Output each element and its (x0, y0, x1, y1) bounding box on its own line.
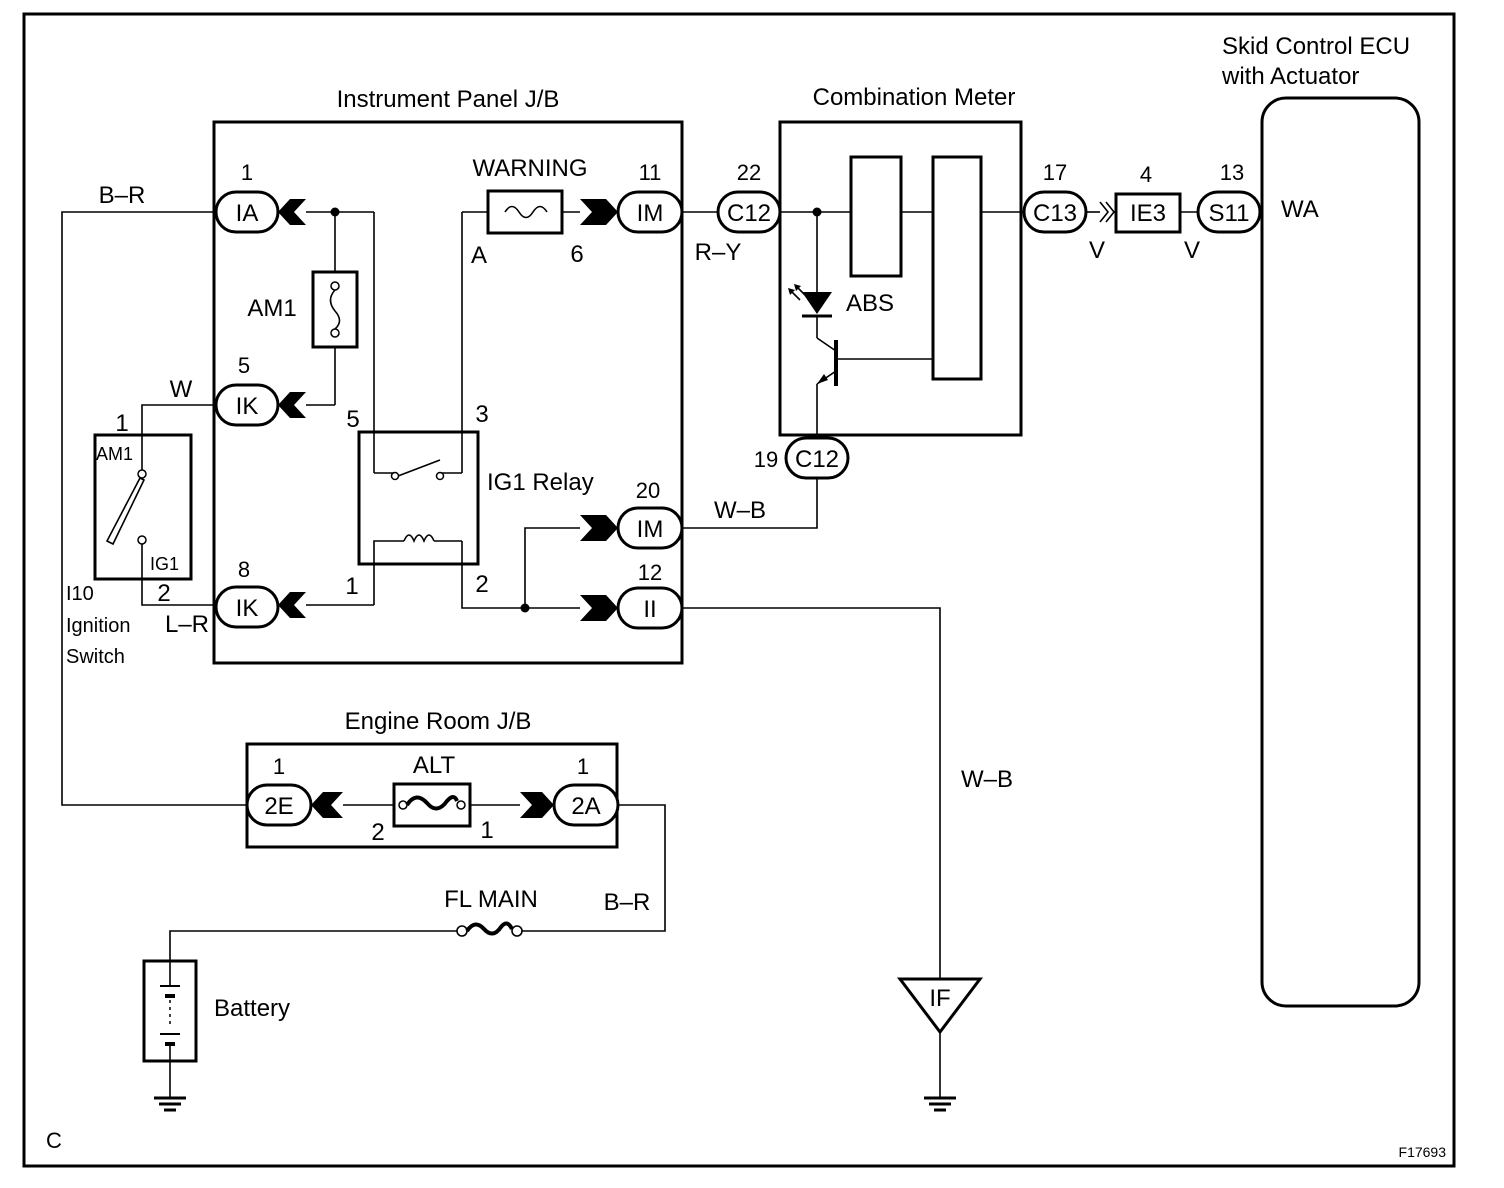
connector-2a-1-pin: 1 (577, 754, 589, 779)
connector-c12-22 (716, 190, 782, 234)
skid-control-ecu-box (1260, 96, 1421, 1008)
relay-pin-1: 1 (345, 573, 358, 600)
abs-lamp-label: ABS (846, 290, 894, 317)
junction-dot (812, 207, 822, 217)
connector-ik-5-label: IK (236, 393, 259, 420)
connector-c13-17 (1022, 190, 1088, 234)
junction-dot (330, 207, 340, 217)
connector-2a-1-label: 2A (571, 793, 600, 820)
connector-im-20-label: IM (637, 516, 664, 543)
ignition-switch-box (93, 433, 193, 581)
connector-ia-label: IA (236, 200, 259, 227)
connector-ie3-4 (1114, 192, 1182, 234)
figure-id: F17693 (1399, 1144, 1447, 1160)
ground-symbol-icon (154, 1096, 186, 1112)
connector-ii-12-label: II (643, 596, 656, 623)
connector-c13-17-pin: 17 (1043, 160, 1067, 185)
wire-label-v-1: V (1089, 237, 1105, 264)
alt-pin-2: 2 (371, 819, 384, 846)
diagram-frame (22, 12, 1456, 1168)
connector-ie3-4-label: IE3 (1130, 200, 1166, 227)
combination-meter-box (778, 120, 1023, 437)
ig1-relay-label: IG1 Relay (487, 469, 594, 496)
ground-if-label: IF (929, 985, 950, 1012)
abs-module-left-block (849, 155, 903, 278)
ig1-relay-box (357, 430, 480, 566)
switch-pin-2: 2 (157, 580, 170, 607)
switch-ig1-label: IG1 (150, 554, 179, 574)
connector-im-11-label: IM (637, 200, 664, 227)
wire-label-v-2: V (1184, 237, 1200, 264)
wire-label-lr: L–R (165, 611, 209, 638)
ground-symbol-icon (924, 1096, 956, 1112)
corner-code: C (46, 1128, 62, 1153)
wiring-lines (61, 211, 1262, 1098)
connector-c12-22-pin: 22 (737, 160, 761, 185)
connector-s11-13-pin: 13 (1220, 160, 1244, 185)
relay-pin-2: 2 (475, 571, 488, 598)
ignition-switch-lever-icon (105, 476, 146, 546)
ecu-terminal-wa: WA (1281, 196, 1319, 223)
connector-c12-19-pin: 19 (754, 447, 778, 472)
fuse-fl-main-label: FL MAIN (444, 886, 538, 913)
fuse-alt-icon (392, 782, 472, 828)
connector-s11-13 (1196, 190, 1262, 234)
wire-label-br-bottom: B–R (604, 889, 651, 916)
instrument-panel-jb-box (212, 120, 684, 665)
ground-if-triangle-icon (896, 977, 984, 1035)
switch-am1-label: AM1 (96, 444, 133, 464)
connector-im-20-pin: 20 (636, 478, 660, 503)
fuse-am1-icon (311, 270, 359, 349)
connector-c12-22-label: C12 (727, 200, 771, 227)
connector-s11-13-label: S11 (1209, 200, 1250, 227)
arrow-socket-icons (278, 199, 618, 818)
abs-module-right-block (931, 155, 983, 381)
junction-dot (520, 603, 530, 613)
ignition-switch-label-line2: Ignition (66, 615, 131, 637)
connector-ik-8 (214, 585, 280, 629)
wire-label-ry: R–Y (695, 239, 742, 266)
fuse-warning-label: WARNING (472, 155, 587, 182)
battery-cells-icon (160, 961, 180, 1061)
abs-led-icon (788, 284, 832, 318)
fuse-alt-label: ALT (413, 752, 456, 779)
instrument-panel-jb-title: Instrument Panel J/B (337, 86, 560, 113)
relay-coil-icon (403, 534, 435, 544)
warning-pin-6: 6 (570, 241, 583, 268)
open-connector-arrow-icon (1099, 201, 1116, 223)
ignition-switch-label-line3: Switch (66, 646, 125, 668)
connector-c12-19 (784, 436, 850, 480)
connector-im-11-pin: 11 (639, 160, 662, 185)
connector-ik-5-pin: 5 (238, 353, 250, 378)
combination-meter-title: Combination Meter (813, 84, 1016, 111)
connector-ie3-4-pin: 4 (1140, 162, 1152, 187)
wire-label-br-top: B–R (99, 182, 146, 209)
ignition-switch-code: I10 (66, 583, 94, 605)
connector-c13-17-label: C13 (1033, 200, 1077, 227)
connector-2e-1-pin: 1 (273, 754, 285, 779)
wire-label-wb-ground: W–B (961, 766, 1013, 793)
wire-label-w: W (170, 376, 193, 403)
skid-control-ecu-title: Skid Control ECU (1222, 33, 1410, 60)
fuse-am1-label: AM1 (247, 295, 296, 322)
engine-room-jb-title: Engine Room J/B (345, 708, 532, 735)
connector-ii-12-pin: 12 (638, 560, 662, 585)
battery-label: Battery (214, 995, 290, 1022)
connector-ik-8-label: IK (236, 595, 259, 622)
wire-label-wb-meter: W–B (714, 497, 766, 524)
warning-pin-a: A (471, 242, 487, 269)
connector-c12-19-label: C12 (795, 446, 839, 473)
transistor-icon (817, 340, 838, 386)
relay-pin-5: 5 (346, 406, 359, 433)
fuse-warning-icon (486, 189, 564, 235)
fuse-fl-main-icon (456, 921, 523, 937)
connector-ik-8-pin: 8 (238, 557, 250, 582)
connector-2e-1-label: 2E (264, 793, 293, 820)
skid-control-ecu-subtitle: with Actuator (1221, 63, 1359, 90)
switch-pin-1: 1 (115, 410, 128, 437)
connector-ia-pin: 1 (241, 160, 253, 185)
alt-pin-1: 1 (480, 817, 493, 844)
relay-pin-3: 3 (475, 401, 488, 428)
